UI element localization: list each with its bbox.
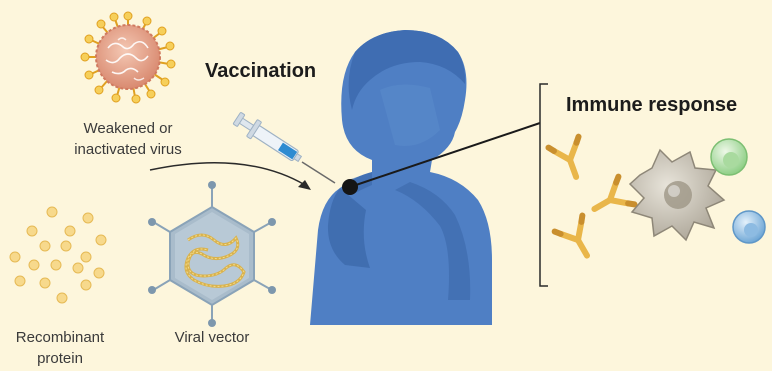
blue-cell-icon bbox=[733, 211, 765, 243]
antibody-icon bbox=[548, 137, 591, 183]
macrophage-icon bbox=[630, 150, 724, 240]
recombinant-protein-icon bbox=[10, 207, 106, 303]
virus-icon bbox=[81, 12, 175, 103]
antibody-icon bbox=[555, 216, 601, 264]
recombinant-protein-label-line2: protein bbox=[0, 348, 120, 369]
vaccination-title: Vaccination bbox=[205, 60, 316, 83]
weakened-virus-label-line1: Weakened or bbox=[68, 118, 188, 139]
recombinant-protein-label-line1: Recombinant bbox=[0, 327, 120, 348]
antibody-icons bbox=[548, 137, 634, 264]
bracket bbox=[540, 84, 548, 286]
immune-response-title: Immune response bbox=[566, 94, 737, 117]
green-cell-icon bbox=[711, 139, 747, 175]
weakened-virus-label-line2: inactivated virus bbox=[68, 139, 188, 160]
person-silhouette bbox=[310, 30, 492, 325]
weakened-virus-label: Weakened or inactivated virus bbox=[68, 118, 188, 160]
arrow-icon bbox=[150, 163, 311, 190]
viral-vector-label: Viral vector bbox=[152, 327, 272, 348]
antibody-icon bbox=[586, 177, 634, 223]
syringe-icon bbox=[231, 110, 335, 183]
viral-vector-icon bbox=[148, 181, 276, 327]
recombinant-protein-label: Recombinant protein bbox=[0, 327, 120, 369]
